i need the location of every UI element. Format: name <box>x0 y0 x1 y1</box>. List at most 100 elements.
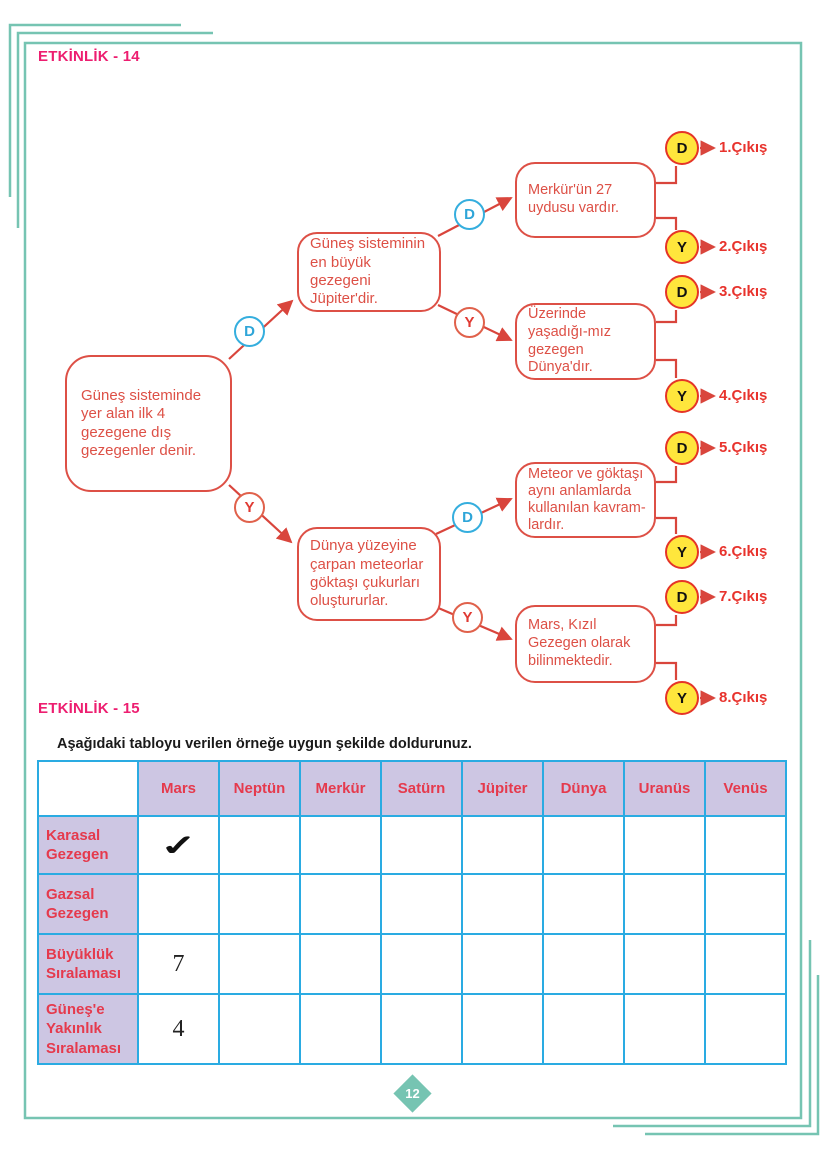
node-letter: D <box>244 323 255 340</box>
table-cell[interactable] <box>299 815 382 875</box>
activity15-title: ETKİNLİK - 15 <box>38 700 140 717</box>
table-cell[interactable] <box>218 815 301 875</box>
decision-node-y-1: Y <box>234 492 265 523</box>
node-letter: D <box>676 139 688 157</box>
flowchart-leaf3-box: Meteor ve göktaşı aynı anlamlarda kullan… <box>515 462 656 538</box>
exit-node-6: Y <box>665 535 699 569</box>
row-label-yakinlik: Güneş'e Yakınlık Sıralaması <box>37 993 139 1065</box>
node-letter: D <box>464 206 475 223</box>
node-letter: Y <box>676 689 687 707</box>
table-cell[interactable] <box>461 815 544 875</box>
column-header-dunya: Dünya <box>542 760 625 817</box>
row-label-buyukluk: Büyüklük Sıralaması <box>37 933 139 995</box>
table-cell[interactable] <box>542 993 625 1065</box>
table-cell[interactable] <box>623 933 706 995</box>
exit-label-5: 5.Çıkış <box>719 439 768 456</box>
node-letter: D <box>676 439 688 457</box>
table-cell[interactable] <box>704 933 787 995</box>
column-header-venus: Venüs <box>704 760 787 817</box>
exit-label-3: 3.Çıkış <box>719 283 768 300</box>
flowchart-leaf1-box: Merkür'ün 27 uydusu vardır. <box>515 162 656 238</box>
flowchart-leaf2-box: Üzerinde yaşadığı-mız gezegen Dünya'dır. <box>515 303 656 380</box>
exit-node-2: Y <box>665 230 699 264</box>
flowchart-branch-d-text: Güneş sisteminin en büyük gezegeni Jüpit… <box>310 235 426 308</box>
table-cell[interactable] <box>299 873 382 935</box>
exit-label-7: 7.Çıkış <box>719 588 768 605</box>
table-row-gazsal: Gazsal Gezegen <box>37 873 787 935</box>
node-letter: D <box>676 588 688 606</box>
table-cell[interactable] <box>623 873 706 935</box>
exit-node-4: Y <box>665 379 699 413</box>
node-letter: Y <box>676 387 687 405</box>
decision-node-y-2: Y <box>454 307 485 338</box>
table-cell[interactable] <box>704 993 787 1065</box>
activity14-title: ETKİNLİK - 14 <box>38 48 140 65</box>
table-cell[interactable] <box>542 933 625 995</box>
table-header-row: Mars Neptün Merkür Satürn Jüpiter Dünya … <box>37 760 787 817</box>
table-cell[interactable] <box>299 933 382 995</box>
table-cell[interactable]: ✓ <box>137 815 220 875</box>
node-letter: Y <box>676 543 687 561</box>
flowchart-leaf2-text: Üzerinde yaşadığı-mız gezegen Dünya'dır. <box>528 306 611 376</box>
column-header-uranus: Uranüs <box>623 760 706 817</box>
page-number-badge: 12 <box>393 1074 432 1113</box>
decision-node-y-3: Y <box>452 602 483 633</box>
table-cell[interactable] <box>380 815 463 875</box>
table-row-karasal: Karasal Gezegen ✓ <box>37 815 787 875</box>
decision-node-d-1: D <box>234 316 265 347</box>
column-header-neptun: Neptün <box>218 760 301 817</box>
table-cell[interactable] <box>623 815 706 875</box>
node-letter: D <box>462 509 473 526</box>
flowchart-branch-y-box: Dünya yüzeyine çarpan meteorlar göktaşı … <box>297 527 441 621</box>
table-cell[interactable] <box>380 933 463 995</box>
node-letter: D <box>676 283 688 301</box>
flowchart-leaf1-text: Merkür'ün 27 uydusu vardır. <box>528 182 620 216</box>
exit-label-2: 2.Çıkış <box>719 238 768 255</box>
table-cell[interactable] <box>137 873 220 935</box>
flowchart-leaf4-text: Mars, Kızıl Gezegen olarak bilinmektedir… <box>528 617 631 669</box>
table-cell[interactable] <box>461 933 544 995</box>
table-cell[interactable]: 4 <box>137 993 220 1065</box>
table-cell[interactable] <box>218 873 301 935</box>
column-header-merkur: Merkür <box>299 760 382 817</box>
table-cell[interactable] <box>218 993 301 1065</box>
table-row-buyukluk: Büyüklük Sıralaması 7 <box>37 933 787 995</box>
column-header-mars: Mars <box>137 760 220 817</box>
table-cell[interactable] <box>542 815 625 875</box>
flowchart-branch-y-text: Dünya yüzeyine çarpan meteorlar göktaşı … <box>310 537 424 610</box>
table-row-yakinlik: Güneş'e Yakınlık Sıralaması 4 <box>37 993 787 1065</box>
node-letter: Y <box>464 314 475 331</box>
exit-node-1: D <box>665 131 699 165</box>
table-cell[interactable] <box>704 815 787 875</box>
page-number: 12 <box>405 1086 420 1101</box>
exit-node-8: Y <box>665 681 699 715</box>
decision-node-d-3: D <box>452 502 483 533</box>
table-cell[interactable] <box>461 993 544 1065</box>
table-cell[interactable] <box>299 993 382 1065</box>
exit-node-5: D <box>665 431 699 465</box>
table-cell[interactable] <box>380 993 463 1065</box>
exit-label-6: 6.Çıkış <box>719 543 768 560</box>
table-cell[interactable] <box>623 993 706 1065</box>
node-letter: Y <box>676 238 687 256</box>
node-letter: Y <box>244 499 255 516</box>
table-cell[interactable]: 7 <box>137 933 220 995</box>
exit-label-8: 8.Çıkış <box>719 689 768 706</box>
table-cell[interactable] <box>542 873 625 935</box>
exit-label-1: 1.Çıkış <box>719 139 768 156</box>
row-label-gazsal: Gazsal Gezegen <box>37 873 139 935</box>
decision-node-d-2: D <box>454 199 485 230</box>
row-label-karasal: Karasal Gezegen <box>37 815 139 875</box>
table-cell[interactable] <box>704 873 787 935</box>
checkmark-icon: ✓ <box>158 828 199 862</box>
table-cell[interactable] <box>380 873 463 935</box>
column-header-jupiter: Jüpiter <box>461 760 544 817</box>
flowchart-leaf4-box: Mars, Kızıl Gezegen olarak bilinmektedir… <box>515 605 656 683</box>
node-letter: Y <box>462 609 473 626</box>
flowchart-leaf3-text: Meteor ve göktaşı aynı anlamlarda kullan… <box>528 465 646 534</box>
table-cell[interactable] <box>218 933 301 995</box>
column-header-saturn: Satürn <box>380 760 463 817</box>
table-cell[interactable] <box>461 873 544 935</box>
